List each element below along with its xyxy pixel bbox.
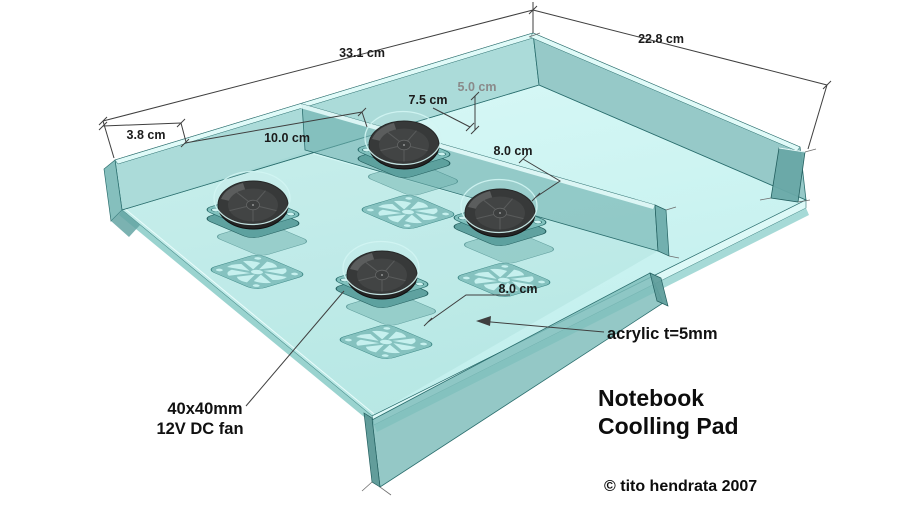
- front-stand: [103, 159, 809, 488]
- title-line2: Coolling Pad: [598, 413, 739, 439]
- plate-left-edge: [119, 210, 372, 421]
- dim-fan-spacing-lower: 8.0 cm: [499, 282, 538, 296]
- dim-fan-offset-left: 10.0 cm: [264, 131, 310, 145]
- dim-channel-width: 7.5 cm: [409, 93, 448, 107]
- dim-fan-spacing-upper: 8.0 cm: [494, 144, 533, 158]
- corner-guides: [361, 32, 817, 496]
- annotations: 33.1 cm 22.8 cm 3.8 cm 10.0 cm 7.5 cm 5.…: [127, 32, 758, 495]
- dim-left-offset: 3.8 cm: [127, 128, 166, 142]
- plate-left-highlight: [123, 207, 375, 415]
- divider-end-cap: [654, 204, 670, 257]
- credit: © tito hendrata 2007: [604, 478, 757, 495]
- dim-width-top: 33.1 cm: [339, 46, 385, 60]
- fan-note-line2: 12V DC fan: [156, 420, 243, 438]
- right-end-cap-edge: [778, 147, 806, 153]
- fan-note-line1: 40x40mm: [167, 400, 242, 418]
- stand-end-cap: [649, 272, 669, 307]
- leader-arrowhead: [476, 316, 491, 326]
- left-corner-face-lower: [111, 210, 140, 237]
- dim-wall-height: 5.0 cm: [458, 80, 497, 94]
- dimension-lines: [98, 2, 832, 496]
- title-line1: Notebook: [598, 385, 704, 411]
- dimension-ticks: [98, 5, 832, 327]
- material-note: acrylic t=5mm: [607, 325, 718, 343]
- dim-depth-right: 22.8 cm: [638, 32, 684, 46]
